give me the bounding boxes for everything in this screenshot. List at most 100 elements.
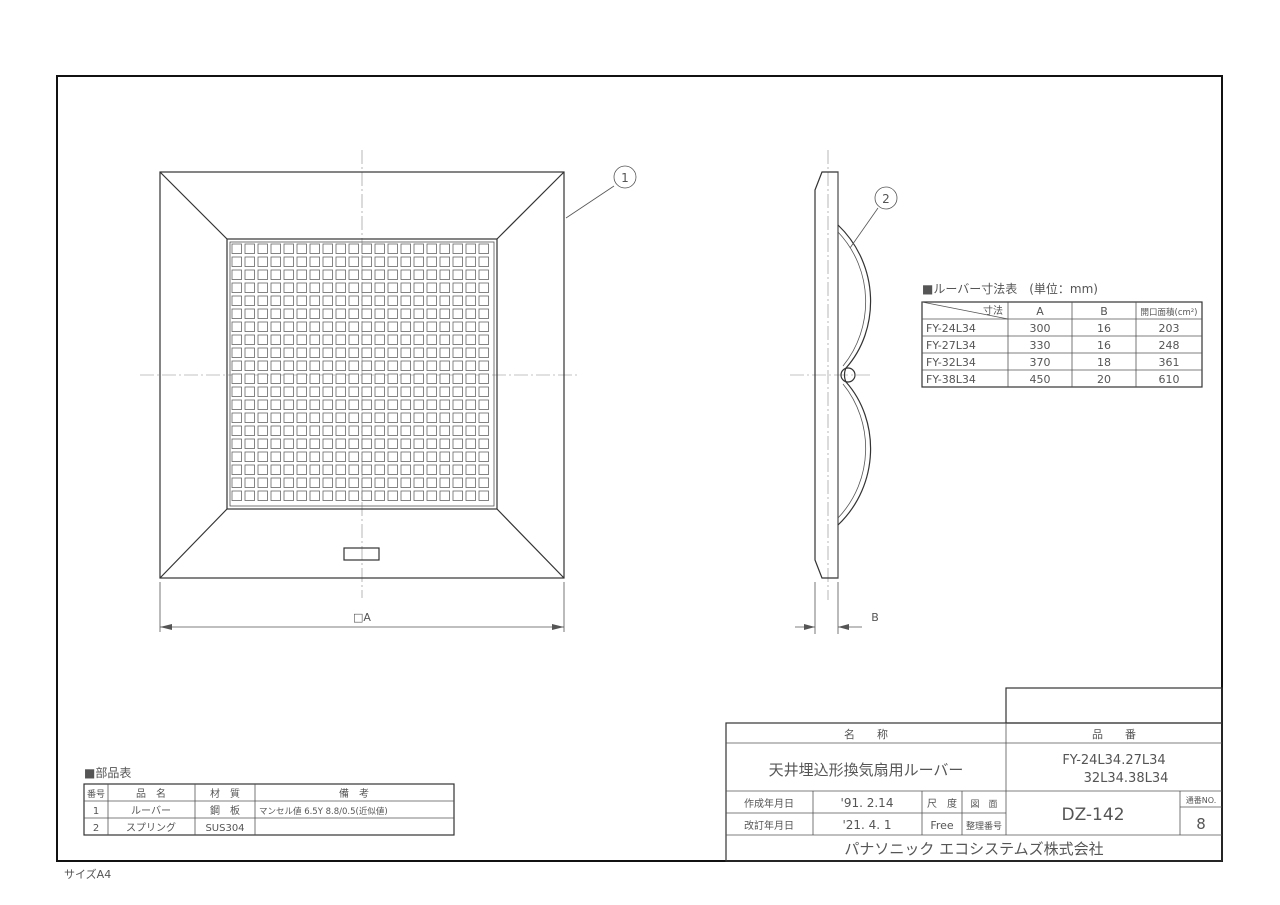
- grille-cell: [348, 243, 359, 254]
- grille-cell: [361, 360, 372, 371]
- grille-cell: [400, 451, 411, 462]
- parts-row-name: ルーバー: [131, 805, 171, 817]
- grille-cell: [387, 360, 398, 371]
- grille-cell: [296, 360, 307, 371]
- grille-cell: [400, 295, 411, 306]
- grille-cell: [348, 321, 359, 332]
- grille-cell: [452, 295, 463, 306]
- grille-cell: [348, 256, 359, 267]
- grille-cell: [387, 412, 398, 423]
- grille-cell: [231, 334, 242, 345]
- dimension-b-label: B: [871, 611, 879, 624]
- grille-cell: [374, 243, 385, 254]
- grille-cell: [231, 425, 242, 436]
- grille-cell: [387, 308, 398, 319]
- grille-cell: [296, 269, 307, 280]
- grille-cell: [374, 477, 385, 488]
- grille-cell: [231, 477, 242, 488]
- grille-cell: [361, 399, 372, 410]
- grille-cell: [387, 347, 398, 358]
- grille-cell: [413, 347, 424, 358]
- grille-cell: [426, 412, 437, 423]
- sheet-number: 8: [1196, 815, 1206, 833]
- grille-cell: [426, 451, 437, 462]
- grille-cell: [413, 425, 424, 436]
- grille-cell: [270, 464, 281, 475]
- grille-cell: [322, 412, 333, 423]
- grille-cell: [426, 399, 437, 410]
- grille-cell: [283, 334, 294, 345]
- grille-cell: [283, 347, 294, 358]
- size-row-b: 18: [1097, 356, 1111, 369]
- grille-cell: [478, 243, 489, 254]
- created-label: 作成年月日: [744, 797, 794, 810]
- parts-header-note: 備 考: [339, 787, 369, 800]
- grille-cell: [439, 386, 450, 397]
- grille-cell: [244, 412, 255, 423]
- grille-cell: [478, 477, 489, 488]
- scale-label: 尺 度: [927, 797, 957, 810]
- grille-cell: [296, 451, 307, 462]
- grille-cell: [361, 334, 372, 345]
- grille-cell: [309, 360, 320, 371]
- grille-cell: [348, 425, 359, 436]
- grille-cell: [335, 282, 346, 293]
- grille-cell: [296, 295, 307, 306]
- part-number-line1: FY-24L34.27L34: [1062, 753, 1165, 768]
- dimension-a-label: □A: [353, 611, 371, 624]
- parts-row-material: SUS304: [205, 823, 244, 834]
- grille-cell: [231, 243, 242, 254]
- grille-cell: [465, 412, 476, 423]
- grille-cell: [322, 334, 333, 345]
- grille-cell: [244, 360, 255, 371]
- grille-cell: [244, 464, 255, 475]
- grille-cell: [387, 464, 398, 475]
- grille-cell: [400, 282, 411, 293]
- grille-cell: [231, 438, 242, 449]
- grille-cell: [426, 386, 437, 397]
- grille-cell: [335, 269, 346, 280]
- grille-cell: [322, 295, 333, 306]
- grille-cell: [257, 425, 268, 436]
- grille-cell: [244, 490, 255, 501]
- grille-cell: [413, 269, 424, 280]
- grille-cell: [244, 386, 255, 397]
- grille-cell: [361, 425, 372, 436]
- grille-cell: [426, 425, 437, 436]
- revised-date: '21. 4. 1: [842, 818, 891, 832]
- grille-cell: [478, 490, 489, 501]
- grille-cell: [439, 308, 450, 319]
- grille-cell: [296, 243, 307, 254]
- grille-cell: [387, 477, 398, 488]
- grille-cell: [348, 347, 359, 358]
- grille-cell: [387, 425, 398, 436]
- parts-header-material: 材 質: [210, 787, 240, 800]
- size-row-a: 300: [1030, 322, 1051, 335]
- grille-cell: [478, 334, 489, 345]
- grille-cell: [361, 308, 372, 319]
- grille-cell: [439, 243, 450, 254]
- grille-cell: [387, 295, 398, 306]
- grille-cell: [465, 347, 476, 358]
- grille-cell: [231, 412, 242, 423]
- part-number-header: 品 番: [1092, 728, 1136, 741]
- grille-cell: [413, 282, 424, 293]
- side-view: 2 B: [790, 150, 898, 634]
- parts-row-material: 鋼 板: [210, 804, 240, 817]
- grille-cell: [400, 412, 411, 423]
- grille-cell: [348, 490, 359, 501]
- grille-cell: [257, 243, 268, 254]
- grille-cell: [270, 321, 281, 332]
- grille-cell: [361, 269, 372, 280]
- grille-cell: [309, 308, 320, 319]
- grille-cell: [452, 451, 463, 462]
- grille-cell: [244, 282, 255, 293]
- grille-cell: [231, 464, 242, 475]
- grille-cell: [244, 399, 255, 410]
- grille-cell: [335, 477, 346, 488]
- grille-cell: [400, 425, 411, 436]
- grille-cell: [270, 347, 281, 358]
- grille-cell: [270, 308, 281, 319]
- grille-cell: [322, 386, 333, 397]
- grille-cell: [465, 334, 476, 345]
